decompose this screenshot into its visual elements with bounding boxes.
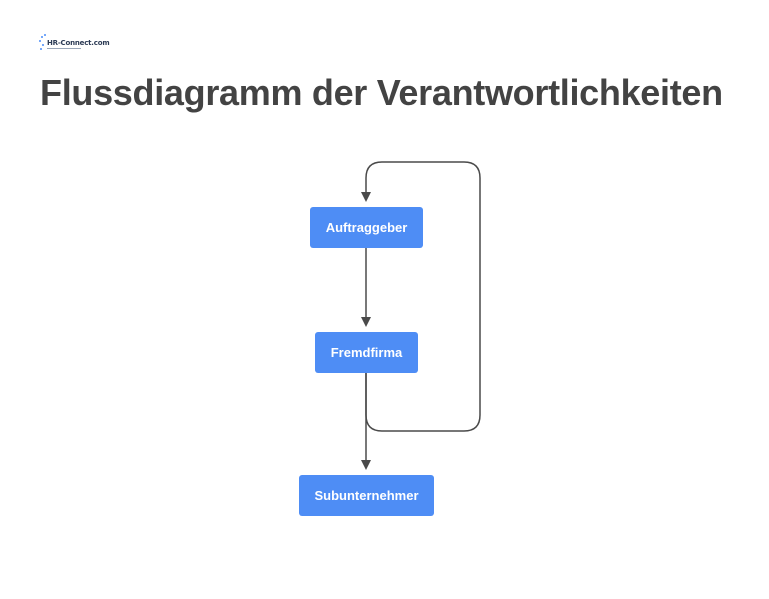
node-subunternehmer: Subunternehmer [299,475,434,516]
node-auftraggeber: Auftraggeber [310,207,423,248]
page-title: Flussdiagramm der Verantwortlichkeiten [40,72,723,113]
node-fremdfirma-label: Fremdfirma [330,345,403,360]
node-auftraggeber-label: Auftraggeber [325,220,408,235]
logo-tagline-line [47,48,81,49]
node-subunternehmer-label: Subunternehmer [314,488,419,503]
node-fremdfirma: Fremdfirma [315,332,418,373]
company-logo: HR-Connect.com [39,34,110,54]
logo-text: HR-Connect.com [47,39,110,47]
edge-fremdfirma-to-auftraggeber-loop [361,161,481,432]
